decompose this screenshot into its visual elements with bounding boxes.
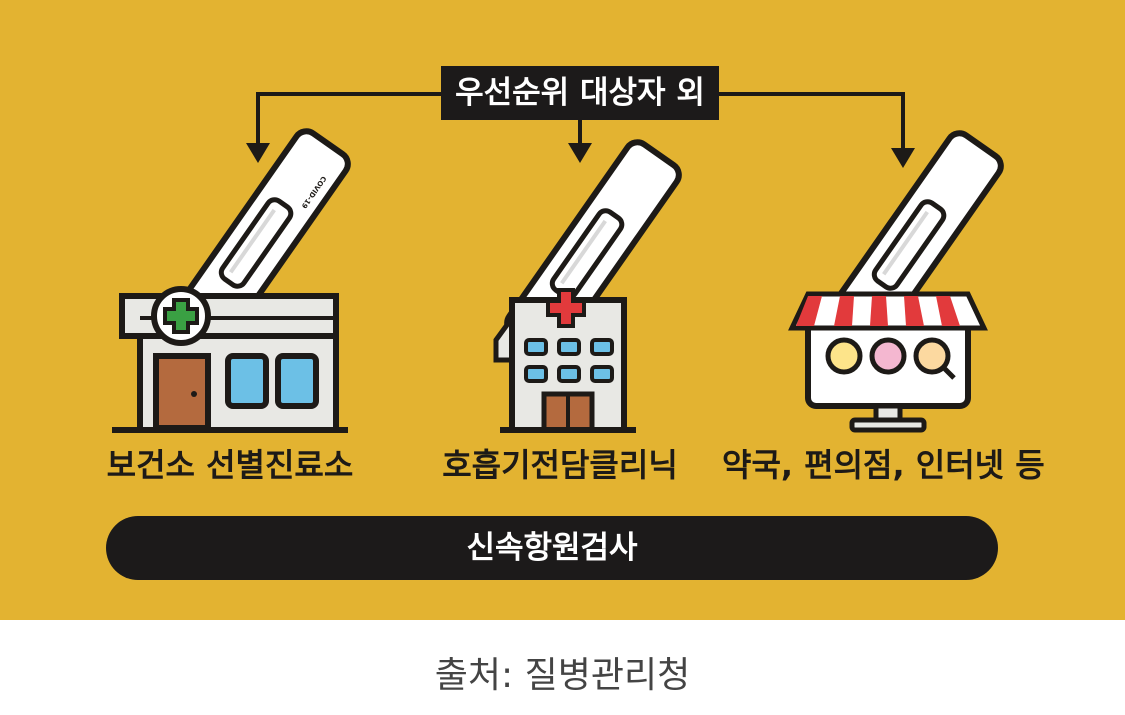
arrow-mid-icon [568,143,592,163]
infographic-banner: COVID-19 [0,0,1125,620]
label-pharmacy-store: 약국, 편의점, 인터넷 등 [722,446,1045,484]
source-caption: 출처: 질병관리청 [434,655,691,696]
connector-lines [256,92,905,150]
infographic-art: COVID-19 [112,92,1125,433]
plus-icon [163,298,199,334]
label-public-health-center: 보건소 선별진료소 [106,446,354,484]
label-respiratory-clinic: 호흡기전담클리닉 [442,446,678,484]
public-health-center-icon [112,286,348,433]
hospital-icon [493,288,636,433]
rapid-antigen-test-bar: 신속항원검사 [106,516,998,580]
arrow-right-icon [891,148,915,168]
red-cross-icon [546,288,586,328]
test-kit-icon: COVID-19 [171,127,352,350]
magnifier-icon [940,364,956,380]
online-store-icon [788,291,988,433]
top-label: 우선순위 대상자 외 [441,66,719,120]
arrow-left-icon [246,143,270,163]
